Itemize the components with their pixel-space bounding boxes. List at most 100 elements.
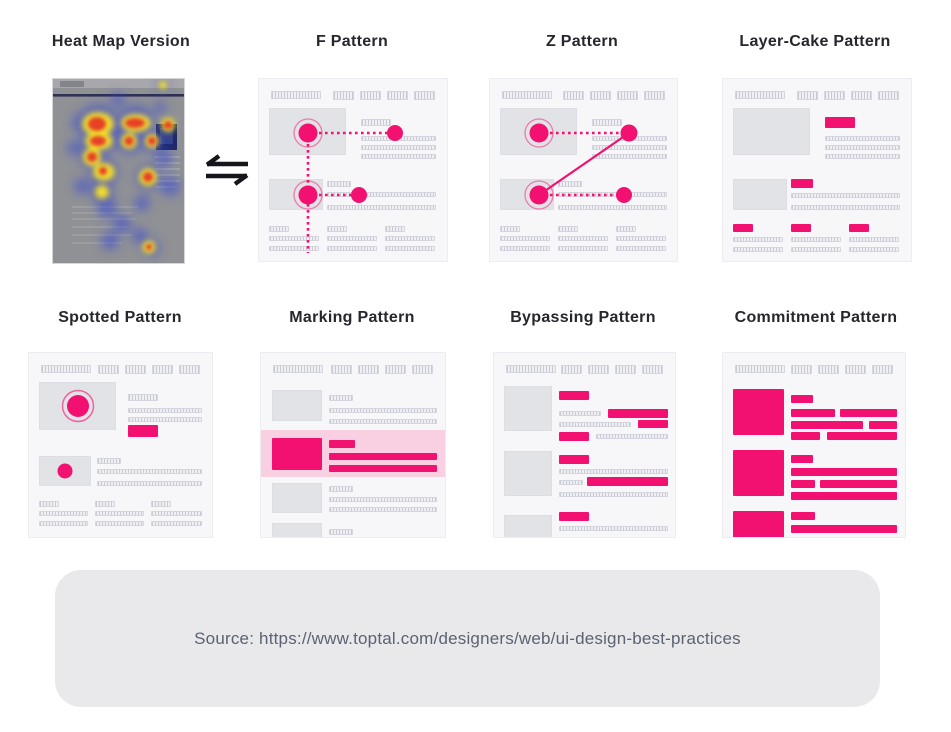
wf-el: [558, 181, 582, 187]
wf-el: [559, 480, 583, 485]
read-segment: [827, 432, 897, 440]
wf-el: [329, 529, 353, 535]
wf-el: [95, 511, 144, 516]
circle: [101, 232, 119, 250]
wf-hatch: [561, 365, 582, 374]
wf-el: [825, 145, 900, 150]
wf-hatch: [385, 365, 406, 374]
wf-nav: [791, 365, 893, 374]
wf-el: [733, 247, 783, 252]
swap-arrows-icon: [205, 154, 249, 186]
wf-el: [128, 394, 158, 401]
wf-hatch: [358, 365, 379, 374]
path: [233, 173, 249, 186]
wf-el: [151, 501, 171, 507]
wf-el: [385, 236, 435, 241]
wf-hatch: [878, 91, 899, 100]
wf-el: [558, 246, 608, 251]
wf-hatch: [588, 365, 609, 374]
rect: [72, 242, 122, 244]
wf-logo: [41, 365, 91, 373]
wf-el: [327, 236, 377, 241]
wf-el: [269, 246, 319, 251]
panel-title-bypassing: Bypassing Pattern: [510, 309, 656, 326]
wf-el: [329, 497, 437, 502]
wf-el: [329, 408, 437, 413]
wf-el: [269, 236, 319, 241]
circle: [160, 176, 180, 196]
wf-el: [791, 247, 841, 252]
wf-el: [592, 136, 667, 141]
wf-hatch: [615, 365, 636, 374]
read-heading: [791, 512, 815, 520]
wf-row-thumb: [504, 515, 552, 537]
wf-el: [327, 226, 347, 232]
circle: [143, 172, 153, 182]
wf-el: [39, 521, 88, 526]
scanned-heading: [791, 224, 811, 232]
wf-hatch: [642, 365, 663, 374]
wf-el: [361, 119, 391, 126]
wf-hatch: [360, 91, 381, 100]
wf-el: [97, 469, 202, 474]
read-thumb: [733, 511, 784, 537]
wf-el: [558, 192, 667, 197]
wf-el: [385, 226, 405, 232]
wf-logo: [735, 91, 785, 99]
scanned-heading: [559, 512, 589, 521]
scanned-heading: [849, 224, 869, 232]
spotted-cta: [128, 425, 158, 437]
circle: [134, 195, 150, 211]
wf-hatch: [851, 91, 872, 100]
rect: [160, 128, 173, 144]
wf-nav: [797, 91, 899, 100]
heatmap-screenshot: [52, 78, 185, 264]
panel-title-layer-cake: Layer-Cake Pattern: [739, 33, 891, 50]
commitment-pattern-card: [722, 352, 906, 538]
wf-el: [500, 236, 550, 241]
marking-pattern-card: [260, 352, 446, 538]
wf-sec2-image: [733, 179, 787, 210]
rect: [72, 234, 132, 236]
wf-el: [327, 246, 377, 251]
rect: [155, 168, 180, 170]
wf-hatch: [387, 91, 408, 100]
wf-el: [592, 145, 667, 150]
wf-el: [559, 469, 668, 474]
wf-el: [361, 154, 436, 159]
wf-logo: [506, 365, 556, 373]
wf-hatch: [818, 365, 839, 374]
z-pattern-gaze-path: [524, 118, 638, 210]
scanned-heading: [825, 117, 855, 128]
wf-el: [791, 193, 900, 198]
circle: [99, 167, 107, 175]
z-pattern-card: [489, 78, 678, 262]
wf-el: [151, 521, 202, 526]
panel-title-heat-map: Heat Map Version: [51, 33, 191, 50]
spotted-pattern-card: [28, 352, 213, 538]
scanned-segment: [559, 432, 589, 441]
wf-hatch: [872, 365, 893, 374]
marking-line: [329, 453, 437, 460]
read-segment: [840, 409, 897, 417]
read-thumb: [733, 389, 784, 435]
panel-title-z-pattern: Z Pattern: [545, 33, 619, 50]
wf-hero-image: [500, 108, 577, 155]
wf-hero-image: [269, 108, 346, 155]
scanned-heading: [733, 224, 753, 232]
read-thumb: [733, 450, 784, 496]
wf-hatch: [179, 365, 200, 374]
wf-logo: [502, 91, 552, 99]
wf-el: [361, 145, 436, 150]
rect: [52, 78, 185, 88]
wf-hatch: [617, 91, 638, 100]
circle: [124, 136, 134, 146]
wf-el: [616, 226, 636, 232]
wf-el: [95, 521, 144, 526]
wf-el: [95, 501, 115, 507]
scanned-segment: [608, 409, 668, 418]
circle: [154, 102, 166, 114]
wf-hatch: [412, 365, 433, 374]
wf-el: [559, 422, 631, 427]
